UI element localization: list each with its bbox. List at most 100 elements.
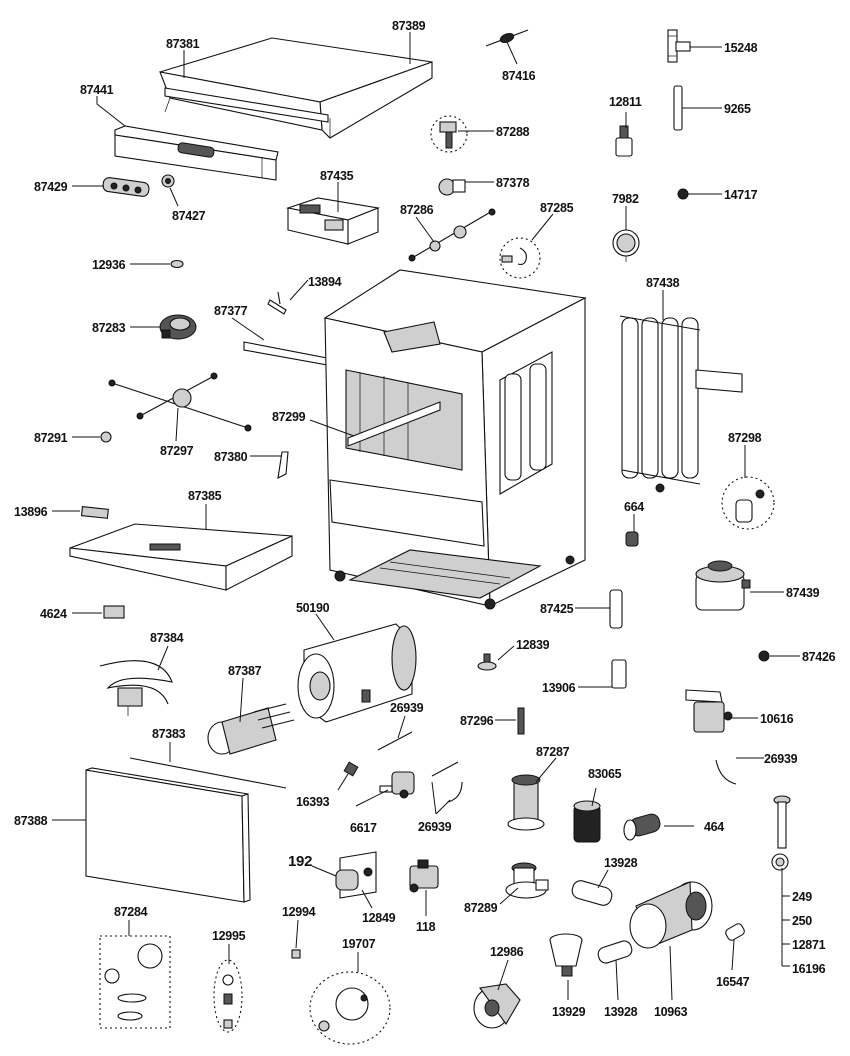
label-87427: 87427 bbox=[172, 209, 206, 223]
part-50190-heater-tank bbox=[297, 623, 417, 723]
label-16196: 16196 bbox=[792, 962, 826, 976]
part-cabinet-body bbox=[323, 269, 587, 610]
label-87380: 87380 bbox=[214, 450, 248, 464]
label-9265: 9265 bbox=[724, 102, 751, 116]
part-87299-rail bbox=[347, 401, 441, 447]
label-26939b: 26939 bbox=[764, 752, 798, 766]
label-87439: 87439 bbox=[786, 586, 820, 600]
label-87286: 87286 bbox=[400, 203, 434, 217]
part-19707-gasket-kit bbox=[309, 971, 391, 1045]
part-87425-tube bbox=[609, 589, 623, 629]
part-87384-heating-element bbox=[99, 660, 173, 716]
part-87284-seal-kit bbox=[99, 935, 171, 1029]
label-87288: 87288 bbox=[496, 125, 530, 139]
label-26939a: 26939 bbox=[390, 701, 424, 715]
label-250: 250 bbox=[792, 914, 812, 928]
label-87297: 87297 bbox=[160, 444, 194, 458]
label-118: 118 bbox=[416, 920, 436, 934]
label-14717: 14717 bbox=[724, 188, 758, 202]
part-87438-heat-exchanger bbox=[619, 315, 743, 493]
part-12936-cap bbox=[170, 259, 184, 269]
label-249: 249 bbox=[792, 890, 812, 904]
part-87285-clip bbox=[499, 237, 541, 279]
label-87388: 87388 bbox=[14, 814, 48, 828]
label-10963: 10963 bbox=[654, 1005, 688, 1019]
part-87381-rail bbox=[164, 87, 329, 123]
part-9265-tube bbox=[673, 85, 683, 131]
label-87383: 87383 bbox=[152, 727, 186, 741]
part-13928-sleeve-b bbox=[597, 940, 633, 964]
label-192: 192 bbox=[288, 853, 312, 870]
label-464: 464 bbox=[704, 820, 724, 834]
label-87438: 87438 bbox=[646, 276, 680, 290]
part-87385-tray bbox=[69, 523, 293, 591]
label-87287: 87287 bbox=[536, 745, 570, 759]
part-87283-motor bbox=[159, 314, 197, 340]
label-87426: 87426 bbox=[802, 650, 836, 664]
label-4624: 4624 bbox=[40, 607, 67, 621]
label-7982: 7982 bbox=[612, 192, 639, 206]
label-87291: 87291 bbox=[34, 431, 68, 445]
part-87378-pump-fitting bbox=[438, 178, 466, 196]
part-87441-front-panel bbox=[114, 125, 279, 181]
label-87385: 87385 bbox=[188, 489, 222, 503]
part-87296-pin bbox=[517, 707, 525, 735]
label-12994: 12994 bbox=[282, 905, 316, 919]
label-13906: 13906 bbox=[542, 681, 576, 695]
label-87389: 87389 bbox=[392, 19, 426, 33]
part-26939-hose-short bbox=[377, 731, 413, 751]
label-87285: 87285 bbox=[540, 201, 574, 215]
label-12995: 12995 bbox=[212, 929, 246, 943]
part-87286-manifold bbox=[408, 208, 496, 262]
label-12839: 12839 bbox=[516, 638, 550, 652]
label-12871: 12871 bbox=[792, 938, 826, 952]
part-15248-tee-fitting bbox=[667, 29, 691, 63]
label-87416: 87416 bbox=[502, 69, 536, 83]
part-13896-pad bbox=[80, 506, 109, 519]
part-16393-fitting bbox=[343, 761, 359, 777]
part-87435-control-box bbox=[285, 197, 381, 245]
label-13896: 13896 bbox=[14, 505, 48, 519]
part-10616-valve-bracket bbox=[685, 689, 733, 733]
label-87387: 87387 bbox=[228, 664, 262, 678]
part-83065-mesh-filter bbox=[573, 800, 601, 843]
part-87387-element bbox=[207, 703, 295, 755]
part-87287-filter bbox=[507, 774, 545, 831]
label-87429: 87429 bbox=[34, 180, 68, 194]
label-16547: 16547 bbox=[716, 975, 750, 989]
part-26939-hoses bbox=[431, 761, 463, 803]
part-labels: 87381 87389 87416 15248 87441 12811 9265… bbox=[14, 19, 836, 1019]
part-87289-drain-fitting bbox=[505, 862, 549, 899]
label-15248: 15248 bbox=[724, 41, 758, 55]
label-12986: 12986 bbox=[490, 945, 524, 959]
label-87435: 87435 bbox=[320, 169, 354, 183]
label-16393: 16393 bbox=[296, 795, 330, 809]
label-87299: 87299 bbox=[272, 410, 306, 424]
label-664: 664 bbox=[624, 500, 644, 514]
part-4624-latch bbox=[103, 605, 125, 619]
label-10616: 10616 bbox=[760, 712, 794, 726]
label-13894: 13894 bbox=[308, 275, 342, 289]
part-249-250-hose-assembly bbox=[771, 795, 791, 871]
label-87283: 87283 bbox=[92, 321, 126, 335]
label-87296: 87296 bbox=[460, 714, 494, 728]
part-87297-spray-arm bbox=[108, 372, 252, 432]
part-87427-knob bbox=[161, 174, 175, 188]
part-87288-sensor bbox=[430, 115, 468, 153]
label-50190: 50190 bbox=[296, 601, 330, 615]
part-87298-valve bbox=[721, 476, 775, 530]
label-13929: 13929 bbox=[552, 1005, 586, 1019]
part-118-inlet-valve bbox=[409, 859, 439, 893]
part-87389-top-lid bbox=[159, 37, 433, 139]
label-87377: 87377 bbox=[214, 304, 248, 318]
part-87429-switch bbox=[102, 177, 150, 197]
leader-lines bbox=[52, 32, 800, 1001]
label-12849: 12849 bbox=[362, 911, 396, 925]
label-12936: 12936 bbox=[92, 258, 126, 272]
part-13894-bracket bbox=[267, 291, 287, 315]
part-87426-nut bbox=[758, 650, 770, 662]
part-12849-solenoid bbox=[335, 851, 377, 899]
part-26939-hose-right bbox=[715, 759, 737, 785]
part-87416-connector bbox=[485, 29, 529, 47]
part-87383-rod bbox=[129, 757, 287, 789]
